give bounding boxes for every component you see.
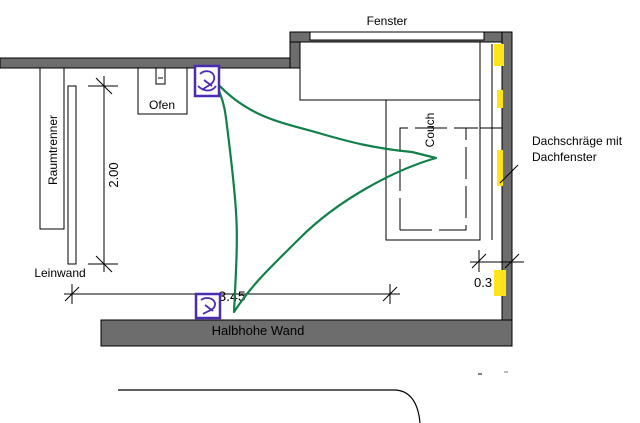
small-dimension-highlight [494,270,506,296]
ofen-pipe [155,67,166,85]
dachfenster-highlight-mid [497,90,503,108]
dachschraege-pointer [499,164,519,184]
halbhohe-wand-wall [100,319,513,347]
horizontal-dimension-value: 3.45 [218,288,245,304]
fenster-label: Fenster [367,14,408,28]
window [309,31,485,41]
listening-triangle [214,80,438,314]
ofen-label: Ofen [149,98,175,112]
dachfenster-highlight-top [494,44,504,66]
horizontal-dimension [64,284,400,304]
couch-label: Couch [423,113,437,148]
vertical-dimension-value: 2.00 [106,162,121,187]
staircase-curve [118,389,421,423]
dachfenster-highlight-low [497,150,503,186]
top-left-wall [0,57,291,69]
right-wall [501,31,513,347]
leinwand-label: Leinwand [34,266,85,280]
raumtrenner-label: Raumtrenner [46,115,60,185]
small-dimension [470,250,524,272]
speaker-bottom-icon [194,292,222,320]
halbhohe-wand-label: Halbhohe Wand [212,323,305,338]
small-dimension-value: 0.3 [474,275,492,290]
dachschraege-label-2: Dachfenster [532,150,597,164]
leinwand-screen [67,85,77,265]
speaker-top-icon [193,64,221,98]
vertical-dimension [88,76,118,273]
raumtrenner-panel [39,67,65,230]
dachschraege-label-1: Dachschräge mit [532,134,623,148]
